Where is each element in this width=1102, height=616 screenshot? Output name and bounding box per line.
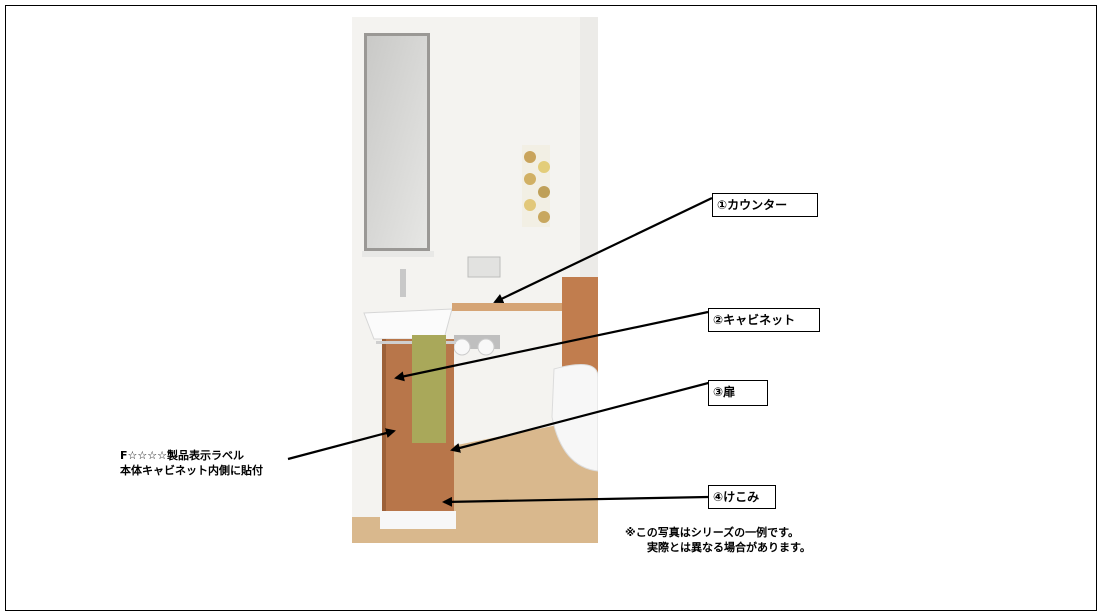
label-note: F☆☆☆☆製品表示ラベル 本体キャビネット内側に貼付 xyxy=(120,448,263,478)
photo-note-line2: 実際とは異なる場合があります。 xyxy=(647,541,811,554)
counter xyxy=(452,303,584,311)
callout-counter: ①カウンター xyxy=(712,193,818,217)
diagram-frame xyxy=(5,5,1097,611)
arrow-label xyxy=(287,428,396,461)
arrow-counter xyxy=(493,197,713,304)
mirror-shine xyxy=(367,36,427,248)
photo-note: ※この写真はシリーズの一例です。 実際とは異なる場合があります。 xyxy=(625,525,811,555)
faucet xyxy=(400,269,406,297)
label-note-line1: F☆☆☆☆製品表示ラベル xyxy=(120,449,244,462)
mirror-shelf xyxy=(362,251,434,257)
callout-cabinet: ②キャビネット xyxy=(708,308,820,332)
arrow-door xyxy=(450,380,713,453)
label-note-line2: 本体キャビネット内側に貼付 xyxy=(120,464,263,477)
callout-kick: ④けこみ xyxy=(708,485,776,509)
photo-note-line1: ※この写真はシリーズの一例です。 xyxy=(625,526,800,539)
arrow-cabinet xyxy=(394,310,709,382)
remote-control xyxy=(467,256,501,278)
kick-plate xyxy=(380,511,456,529)
towel xyxy=(412,335,446,443)
callout-door: ③扉 xyxy=(708,380,768,406)
arrow-kick xyxy=(442,495,709,507)
